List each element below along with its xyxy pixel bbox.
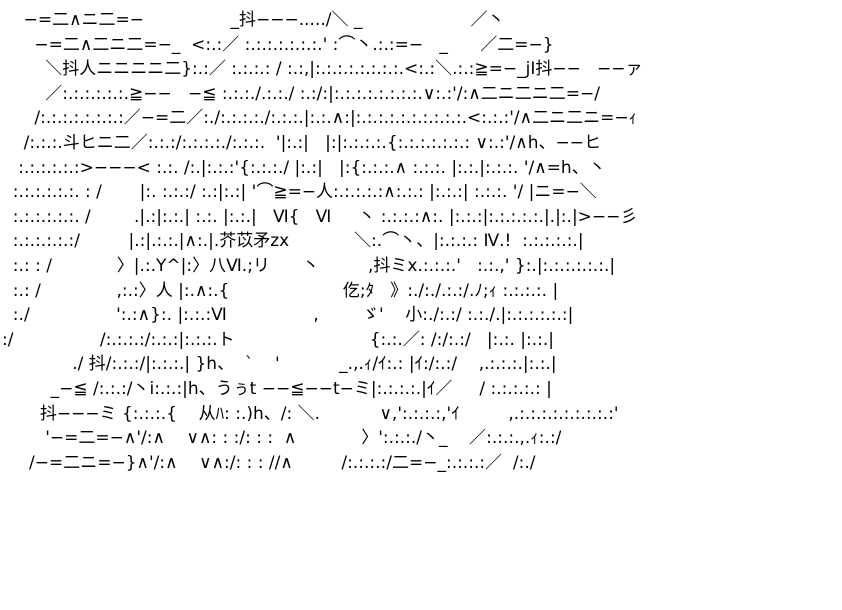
art-line: :.: / ,:.:〉人 |:.∧:.{ 仡;ﾀ 》:./:./.:.:/.ﾉ;… [2, 280, 559, 301]
art-line: '−=二=−∧'/:∧ ∨∧: : :/: : : ∧ 〉':.:.:./丶_ … [2, 428, 562, 449]
ascii-art-text: −=二∧ニ二=− _抖−−−...../＼ _ ／丶 −=二∧二ニ二=−_ <:… [2, 8, 643, 475]
art-line: /:.:.:.:.:.:.:.:／−=二／:./:.:.:.:./:.:.:.|… [2, 108, 638, 129]
art-line: −=二∧二ニ二=−_ <:.:／ :.:.:.:.:.:.:.' :⌒丶.:.:… [2, 34, 554, 55]
art-line: :./ ':.:∧}:. |:.:.:Ⅵ , ゞ' 小:./:.:/ :.:./… [2, 305, 574, 326]
art-line: /:.:.:.斗ヒニ二／:.:.:/:.:.:.:./:.:.:. '|:.:|… [2, 132, 601, 153]
art-line: 抖−−−ミ {:.:.:.{ 从ﾊ: :.)h、/: ＼. ∨,':.:.:.:… [2, 403, 619, 424]
art-line: :.: : / 〉|.:.Y^|:〉八Ⅵ.;リ 丶 ,抖ミx.:.:.:.' :… [2, 255, 616, 276]
art-line: ／:.:.:.:.:.:.≧−− −≦ :.:.:./.:.:./ :.:/:|… [2, 83, 600, 104]
art-line: :/ /:.:.:.:/:.:.:|:.:.:.ト {:.:.／: /:/:.:… [2, 329, 555, 350]
art-line: :.:.:.:.:.:>−−−< :.:. /:.|:.:.:'{:.:.:./… [2, 157, 606, 178]
art-line: /−=二ニ=−}∧'/:∧ ∨∧:/: : : //∧ /:.:.:.:/二=−… [2, 452, 536, 473]
art-line: :.:.:.:.:.:. : / |:. :.:.:/ :.:|:.:| '⌒≧… [2, 182, 597, 203]
art-line: ./ 抖/:.:.:/|:.:.:.| }h、 ` ' _.,.ｨ/ｲ:.: |… [2, 354, 557, 375]
art-line: −=二∧ニ二=− _抖−−−...../＼ _ ／丶 [2, 10, 505, 30]
art-line: :.:.:.:.:.:. / .|.:|:.:.| :.:. |:.:.| Ⅵ{… [2, 206, 638, 227]
art-line: ＼抖人ニニニニ二}:.:／ :.:.:.: / :.:,|:.:.:.:.:.:… [2, 59, 643, 80]
art-line: :.:.:.:.:.:/ |.:|.:.:.|∧:.|.芥苡矛zx ＼:.⌒丶、… [2, 231, 584, 252]
art-line: _−≦ /:.:.:/丶i:.:.:|h、うぅt −−≦−−t−ミ|:.:.:.… [2, 378, 552, 399]
